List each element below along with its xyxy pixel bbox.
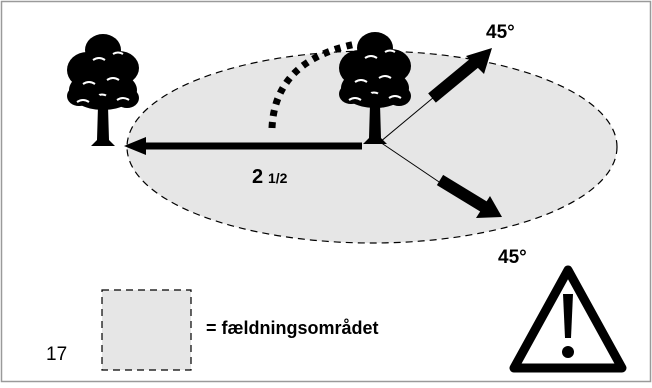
distance-label-fraction: 1/2 (268, 170, 288, 186)
figure-number: 17 (46, 344, 67, 365)
tree-icon-target (65, 32, 141, 148)
escape-arrow-lower (436, 174, 490, 214)
fall-arc (268, 40, 357, 129)
angle-label-bottom: 45° (498, 247, 527, 268)
distance-arrowhead (124, 137, 146, 155)
escape-arrow-upper (428, 55, 482, 103)
angle-label-top: 45° (486, 22, 515, 43)
distance-label-whole: 2 (252, 166, 263, 188)
escape-guide-lower (379, 141, 449, 189)
escape-arrowhead-upper (466, 48, 492, 74)
warning-triangle-icon (509, 265, 627, 373)
legend-label: = fældningsområdet (206, 318, 379, 338)
escape-arrowhead-lower (476, 196, 502, 218)
legend-swatch (101, 289, 192, 371)
